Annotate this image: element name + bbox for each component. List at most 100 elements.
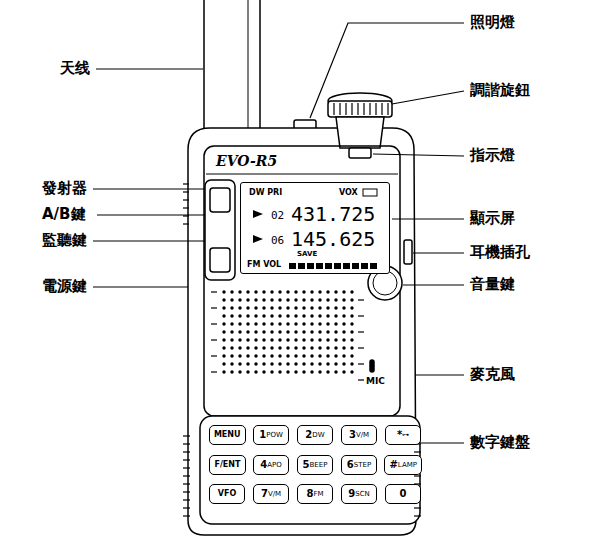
- grille-hole: [294, 322, 297, 325]
- grille-hole: [222, 362, 225, 365]
- keypad-key: 1POW: [253, 425, 289, 445]
- grille-hole: [230, 338, 233, 341]
- grille-hole: [318, 354, 321, 357]
- leader-line: [392, 91, 464, 104]
- grille-hole: [230, 362, 233, 365]
- keypad-key: 9SCN: [341, 484, 377, 504]
- grille-hole: [246, 314, 249, 317]
- key-legend: 8: [306, 489, 313, 499]
- grille-hole: [238, 298, 241, 301]
- grille-hole: [238, 370, 241, 373]
- grip-rib: [211, 291, 217, 292]
- grille-hole: [246, 370, 249, 373]
- grille-hole: [278, 346, 281, 349]
- grille-hole: [326, 338, 329, 341]
- grille-hole: [246, 346, 249, 349]
- grille-hole: [270, 370, 273, 373]
- grille-hole: [270, 338, 273, 341]
- grip-rib: [183, 223, 189, 224]
- grille-hole: [310, 362, 313, 365]
- grille-hole: [294, 306, 297, 309]
- grille-hole: [302, 298, 305, 301]
- grip-rib: [414, 451, 421, 452]
- grille-hole: [294, 362, 297, 365]
- grille-hole: [278, 298, 281, 301]
- grille-hole: [326, 370, 329, 373]
- grille-hole: [302, 314, 305, 317]
- grille-hole: [294, 338, 297, 341]
- grille-hole: [326, 354, 329, 357]
- grille-hole: [254, 306, 257, 309]
- grip-rib: [183, 515, 190, 516]
- callout-label: 發射器: [42, 179, 87, 197]
- grille-hole: [294, 346, 297, 349]
- grille-hole: [334, 322, 337, 325]
- grille-hole: [350, 306, 353, 309]
- grille-hole: [262, 290, 265, 293]
- grille-hole: [230, 330, 233, 333]
- key-legend: APO: [267, 462, 282, 469]
- grille-hole: [294, 290, 297, 293]
- grille-hole: [342, 338, 345, 341]
- grille-hole: [286, 346, 289, 349]
- grip-rib: [381, 103, 382, 115]
- level-bar: [352, 263, 359, 269]
- keypad-key: 3V/M: [341, 425, 377, 445]
- grille-hole: [230, 306, 233, 309]
- grille-hole: [254, 338, 257, 341]
- grille-hole: [286, 354, 289, 357]
- grille-hole: [278, 338, 281, 341]
- grille-hole: [286, 298, 289, 301]
- display-screen: DW PRIVOX02431.72506145.625SAVEFM VOL: [240, 182, 390, 274]
- grip-rib: [183, 467, 190, 468]
- callout-label: 顯示屏: [470, 209, 515, 227]
- grille-hole: [270, 346, 273, 349]
- keypad-key: 0: [385, 484, 421, 504]
- grille-hole: [254, 322, 257, 325]
- grille-hole: [254, 330, 257, 333]
- grip-rib: [211, 355, 217, 356]
- antenna: [204, 0, 260, 132]
- grille-hole: [254, 346, 257, 349]
- grille-hole: [230, 370, 233, 373]
- grille-hole: [302, 306, 305, 309]
- channel-pointer: [253, 235, 263, 243]
- grille-hole: [294, 330, 297, 333]
- grip-rib: [183, 451, 190, 452]
- grille-hole: [262, 346, 265, 349]
- grille-hole: [254, 290, 257, 293]
- mic-hole: [370, 360, 374, 372]
- grille-hole: [262, 306, 265, 309]
- grille-hole: [286, 370, 289, 373]
- key-legend: #: [389, 460, 397, 470]
- grille-hole: [342, 330, 345, 333]
- leader-line: [93, 240, 205, 241]
- grip-rib: [357, 103, 358, 115]
- callout-label: 監聽鍵: [42, 231, 87, 249]
- leader-line: [97, 214, 205, 215]
- grip-rib: [345, 103, 346, 115]
- grille-hole: [278, 290, 281, 293]
- grille-hole: [238, 306, 241, 309]
- grille-hole: [270, 306, 273, 309]
- grille-hole: [326, 322, 329, 325]
- grip-rib: [183, 435, 190, 436]
- earphone-jack: [404, 240, 412, 264]
- grip-rib: [211, 371, 217, 372]
- grille-hole: [350, 354, 353, 357]
- grille-hole: [270, 330, 273, 333]
- grip-rib: [358, 379, 364, 380]
- grille-hole: [246, 354, 249, 357]
- grille-hole: [254, 362, 257, 365]
- level-bar: [370, 263, 377, 269]
- key-legend: 2: [305, 430, 312, 440]
- grille-hole: [254, 314, 257, 317]
- grip-rib: [183, 443, 190, 444]
- grille-hole: [342, 306, 345, 309]
- key-legend: F/ENT: [214, 461, 240, 469]
- grille-hole: [342, 362, 345, 365]
- grille-hole: [302, 290, 305, 293]
- grille-hole: [222, 370, 225, 373]
- speaker-grille: [222, 290, 353, 373]
